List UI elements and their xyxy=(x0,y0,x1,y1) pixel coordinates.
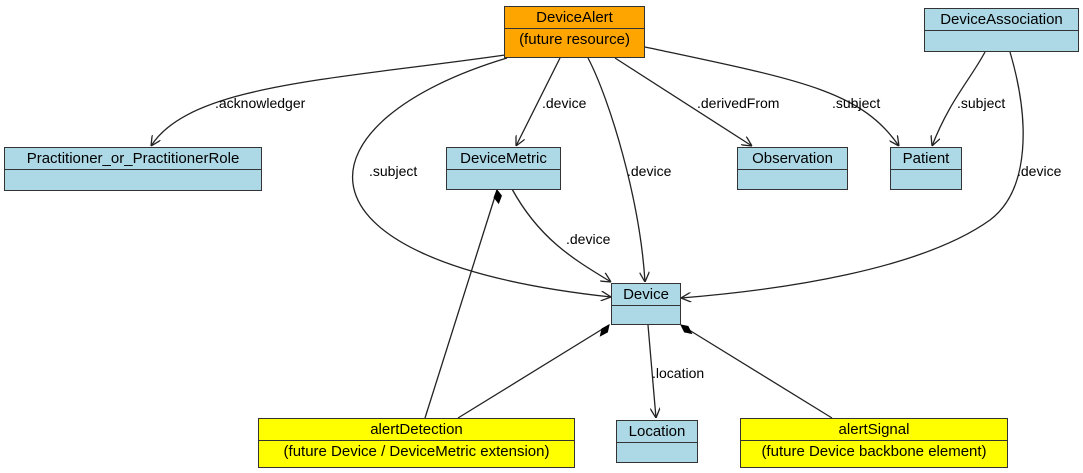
composition-diamond-icon xyxy=(493,188,502,205)
node-observation[interactable]: Observation xyxy=(737,147,848,190)
node-device[interactable]: Device xyxy=(611,283,681,325)
node-alert-detection[interactable]: alertDetection (future Device / DeviceMe… xyxy=(258,418,575,468)
node-title: alertDetection xyxy=(259,419,574,441)
edge-acknowledger xyxy=(151,54,506,146)
node-title: alertSignal xyxy=(741,419,1007,441)
edge-device-alert-signal xyxy=(680,324,833,419)
label-alert-device-metric: .device xyxy=(542,95,587,111)
node-title: DeviceAlert xyxy=(505,7,644,29)
node-title: DeviceMetric xyxy=(447,148,560,170)
node-note: (future resource) xyxy=(519,31,630,48)
node-title: Observation xyxy=(738,148,847,170)
label-acknowledger: .acknowledger xyxy=(215,95,306,111)
edge-alert-device xyxy=(587,57,645,282)
node-title: DeviceAssociation xyxy=(925,9,1078,31)
node-title: Practitioner_or_PractitionerRole xyxy=(5,148,261,170)
node-device-alert[interactable]: DeviceAlert (future resource) xyxy=(504,6,645,58)
node-device-metric[interactable]: DeviceMetric xyxy=(446,147,561,190)
edge-location xyxy=(647,324,656,418)
node-note: (future Device / DeviceMetric extension) xyxy=(283,443,550,460)
composition-diamond-icon xyxy=(680,324,693,335)
edge-alert-device-metric xyxy=(516,57,561,146)
node-patient[interactable]: Patient xyxy=(890,147,962,190)
node-alert-signal[interactable]: alertSignal (future Device backbone elem… xyxy=(740,418,1008,468)
node-device-association[interactable]: DeviceAssociation xyxy=(924,8,1079,52)
composition-diamond-icon xyxy=(599,324,610,337)
label-location: .location xyxy=(652,365,705,381)
edge-alert-subject-device xyxy=(352,57,611,297)
label-alert-device: .device xyxy=(627,163,672,179)
label-assoc-subject: .subject xyxy=(957,95,1006,111)
edge-metric-device xyxy=(511,188,611,282)
node-title: Device xyxy=(612,284,680,306)
label-assoc-device: .device xyxy=(1017,163,1062,179)
node-location[interactable]: Location xyxy=(616,420,698,463)
edge-assoc-subject xyxy=(932,51,986,146)
node-note: (future Device backbone element) xyxy=(761,443,987,460)
edge-assoc-device xyxy=(681,51,1024,298)
edge-device-alert-detection xyxy=(457,324,610,419)
edge-metric-alert-detection xyxy=(424,189,498,419)
label-metric-device: .device xyxy=(566,231,611,247)
label-derived-from: .derivedFrom xyxy=(697,95,780,111)
edge-derived-from xyxy=(614,57,752,146)
label-alert-subject-device: .subject xyxy=(369,163,418,179)
node-title: Patient xyxy=(891,148,961,170)
label-alert-subject-patient: .subject xyxy=(832,95,881,111)
node-practitioner[interactable]: Practitioner_or_PractitionerRole xyxy=(4,147,262,191)
edge-alert-subject-patient xyxy=(644,46,899,146)
node-title: Location xyxy=(617,421,697,443)
